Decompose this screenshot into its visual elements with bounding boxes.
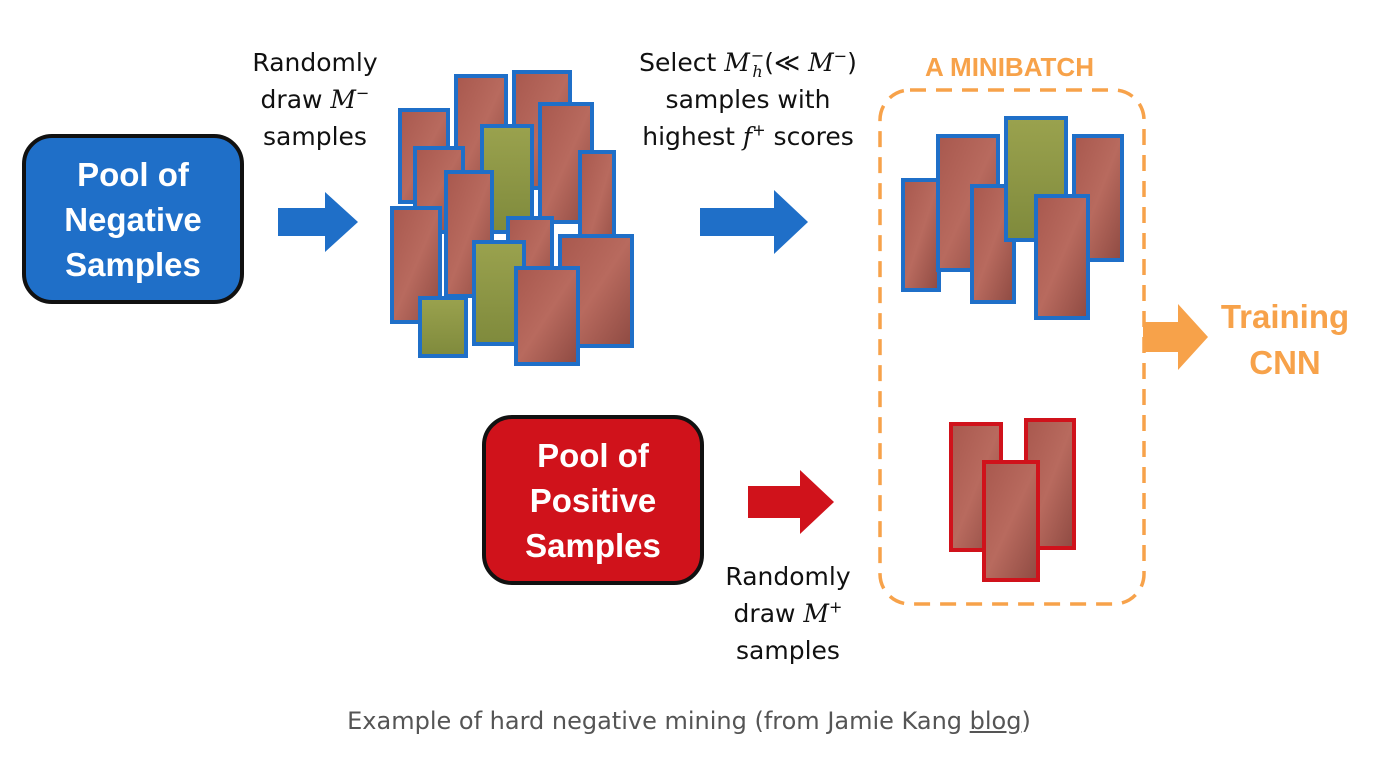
mb-neg-crop-5 xyxy=(1072,134,1124,262)
mb-neg-crop-1 xyxy=(901,178,941,292)
negative-pool-box: Pool of Negative Samples xyxy=(22,134,244,304)
mb-pos-crop-3 xyxy=(982,460,1040,582)
minibatch-positive-crops xyxy=(949,418,1076,582)
positive-pool-line-1: Pool of xyxy=(537,436,649,474)
negative-crops-cluster xyxy=(390,70,634,366)
draw-negative-line-3: samples xyxy=(263,122,367,151)
mb-neg-crop-4 xyxy=(1004,116,1068,242)
positive-pool-box: Pool of Positive Samples xyxy=(482,415,704,585)
neg-crop-6 xyxy=(480,124,534,234)
mb-pos-crop-2 xyxy=(1024,418,1076,550)
arrow-training xyxy=(1143,304,1208,370)
training-cnn-label: Training CNN xyxy=(1215,294,1355,386)
neg-crop-3 xyxy=(512,70,572,190)
neg-crop-8 xyxy=(578,150,616,272)
draw-positive-line-3: samples xyxy=(736,636,840,665)
mb-neg-crop-2 xyxy=(936,134,1000,272)
neg-crop-11 xyxy=(558,234,634,348)
mb-neg-crop-3 xyxy=(970,184,1016,304)
arrow-positive-draw xyxy=(748,470,834,534)
mb-neg-crop-6 xyxy=(1034,194,1090,320)
minibatch-negative-crops xyxy=(901,116,1124,320)
select-line-3: highest f+ scores xyxy=(642,120,854,151)
draw-negative-line-1: Randomly xyxy=(252,48,378,77)
positive-pool-line-3: Samples xyxy=(525,526,661,564)
training-line-1: Training xyxy=(1220,298,1350,335)
select-hard-negatives-label: Select M−h(≪ M−) samples with highest f+… xyxy=(622,44,874,155)
training-line-2: CNN xyxy=(1249,344,1321,381)
draw-positive-line-1: Randomly xyxy=(725,562,851,591)
neg-crop-9 xyxy=(390,206,442,324)
caption-text: Example of hard negative mining (from Ja… xyxy=(347,707,970,735)
neg-crop-14 xyxy=(514,266,580,366)
neg-crop-13 xyxy=(418,296,468,358)
mb-pos-crop-1 xyxy=(949,422,1003,552)
neg-crop-7 xyxy=(444,170,494,298)
negative-pool-line-2: Negative xyxy=(64,200,202,238)
negative-pool-line-3: Samples xyxy=(65,245,201,283)
figure-caption: Example of hard negative mining (from Ja… xyxy=(0,707,1378,735)
draw-negative-line-2: draw M− xyxy=(260,83,370,114)
minibatch-border xyxy=(878,88,1146,606)
draw-positive-line-2: draw M+ xyxy=(733,597,843,628)
draw-negative-label: Randomly draw M− samples xyxy=(240,44,390,155)
positive-pool-line-2: Positive xyxy=(529,481,657,519)
caption-suffix: ) xyxy=(1021,707,1031,735)
draw-positive-label: Randomly draw M+ samples xyxy=(713,558,863,669)
negative-pool-line-1: Pool of xyxy=(77,155,189,193)
neg-crop-10 xyxy=(506,216,554,308)
arrow-negative-draw xyxy=(278,192,358,252)
minibatch-label: A MINIBATCH xyxy=(925,52,1094,82)
neg-crop-12 xyxy=(472,240,526,346)
arrow-negative-select xyxy=(700,190,808,254)
caption-blog-link[interactable]: blog xyxy=(969,707,1022,735)
neg-crop-4 xyxy=(538,102,594,224)
neg-crop-5 xyxy=(413,146,465,234)
select-line-2: samples with xyxy=(665,85,831,114)
select-line-1: Select M−h(≪ M−) xyxy=(639,46,857,81)
neg-crop-2 xyxy=(454,74,508,188)
neg-crop-1 xyxy=(398,108,450,204)
